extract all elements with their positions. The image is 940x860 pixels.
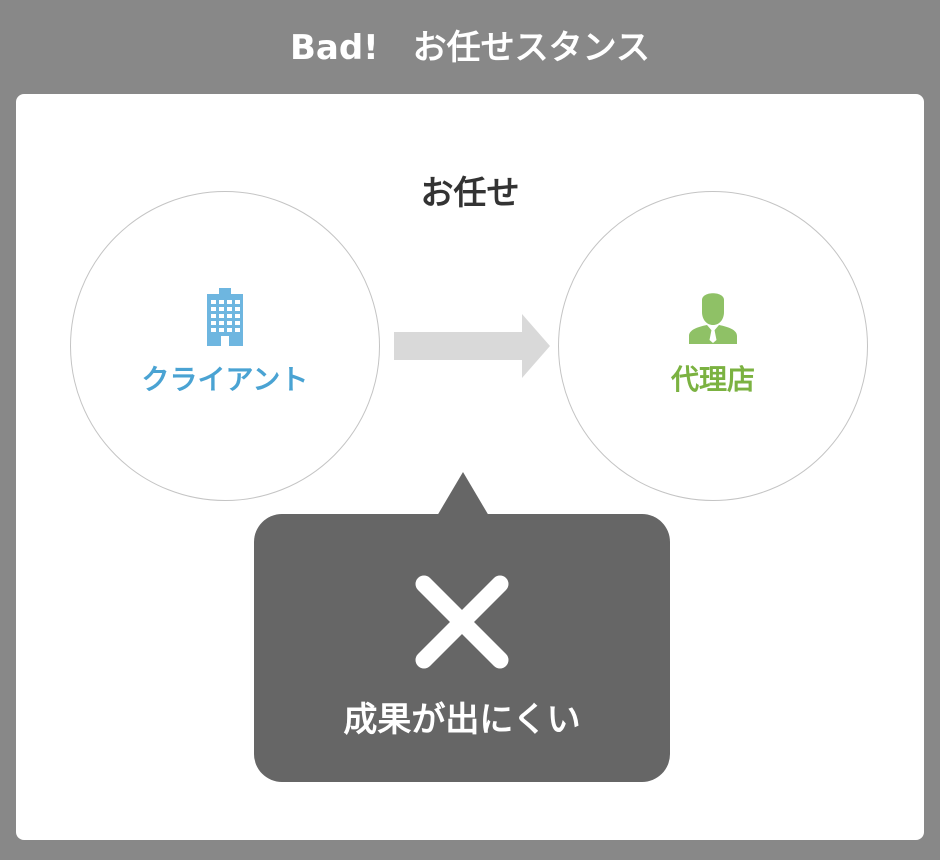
relation-label: お任せ (420, 173, 520, 212)
person-icon (689, 293, 737, 344)
building-icon (207, 288, 243, 346)
agency-node: 代理店 (558, 191, 868, 501)
callout-pointer (437, 472, 489, 516)
result-callout: 成果が出にくい (254, 472, 670, 782)
page-title: Bad! お任せスタンス (289, 28, 651, 68)
arrow-right-icon (394, 314, 550, 378)
agency-label: 代理店 (670, 363, 755, 396)
cross-icon (415, 575, 509, 669)
result-text: 成果が出にくい (343, 700, 581, 740)
diagram-panel: お任せ クライアント 代理店 (16, 94, 924, 840)
client-label: クライアント (141, 363, 309, 396)
client-node: クライアント (70, 191, 380, 501)
